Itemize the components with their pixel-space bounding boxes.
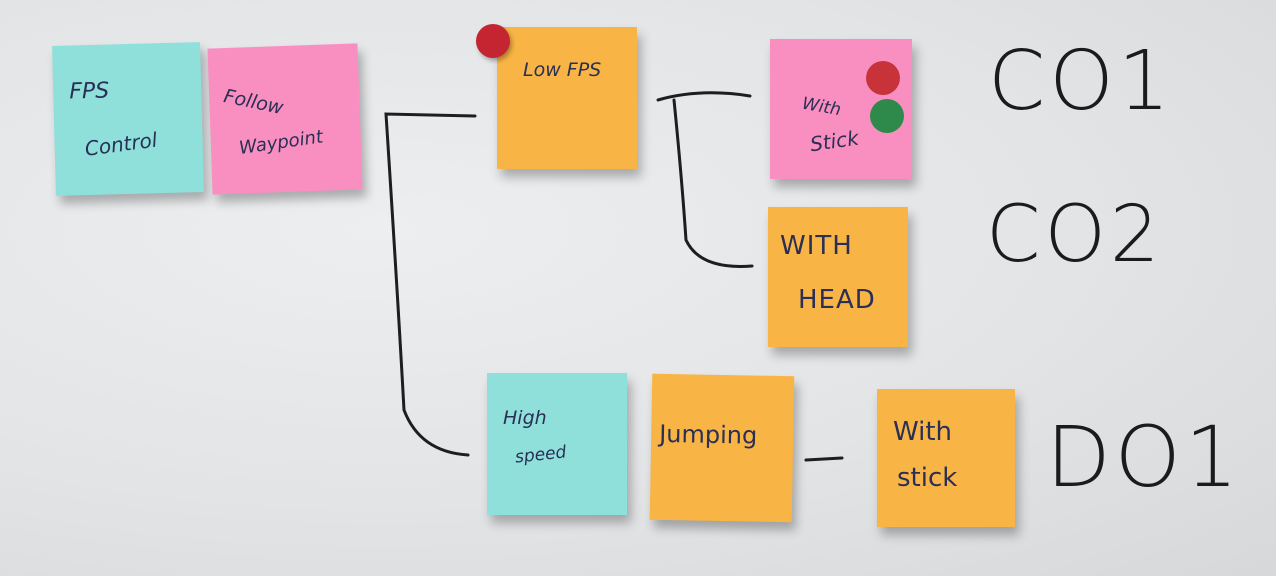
bracket-line-main [384,112,477,457]
note-text: speed [514,442,568,468]
note-text: Follow [221,85,286,120]
note-text: stick [897,463,958,493]
note-low-fps: Low FPS [497,27,637,169]
note-with-stick-pink: With Stick [770,39,912,179]
green-dot-sticker [870,99,904,133]
note-text: Jumping [658,419,758,450]
note-high-speed: High speed [487,373,627,515]
label-do1: DO1 [1046,408,1243,506]
note-jumping: Jumping [649,373,795,523]
label-co1: CO1 [988,34,1174,129]
note-text: With [800,93,843,121]
note-text: Stick [808,125,861,157]
note-text: High [503,407,547,429]
note-with-head: WITH HEAD [768,207,908,347]
note-with-stick-orange: With stick [877,389,1015,527]
note-follow-waypoint: Follow Waypoint [207,43,363,195]
note-text: Control [83,127,159,161]
note-text: WITH [780,231,853,261]
note-text: Low FPS [523,59,602,81]
red-pin [476,24,510,58]
note-text: FPS [68,78,110,105]
bracket-line-lowfps [656,91,754,268]
note-text: Waypoint [237,126,325,159]
red-dot-sticker [866,61,900,95]
note-text: With [893,417,953,447]
dash-line-jumping [804,456,844,462]
label-co2: CO2 [986,190,1164,280]
note-text: HEAD [798,285,876,315]
note-fps-control: FPS Control [52,42,204,196]
